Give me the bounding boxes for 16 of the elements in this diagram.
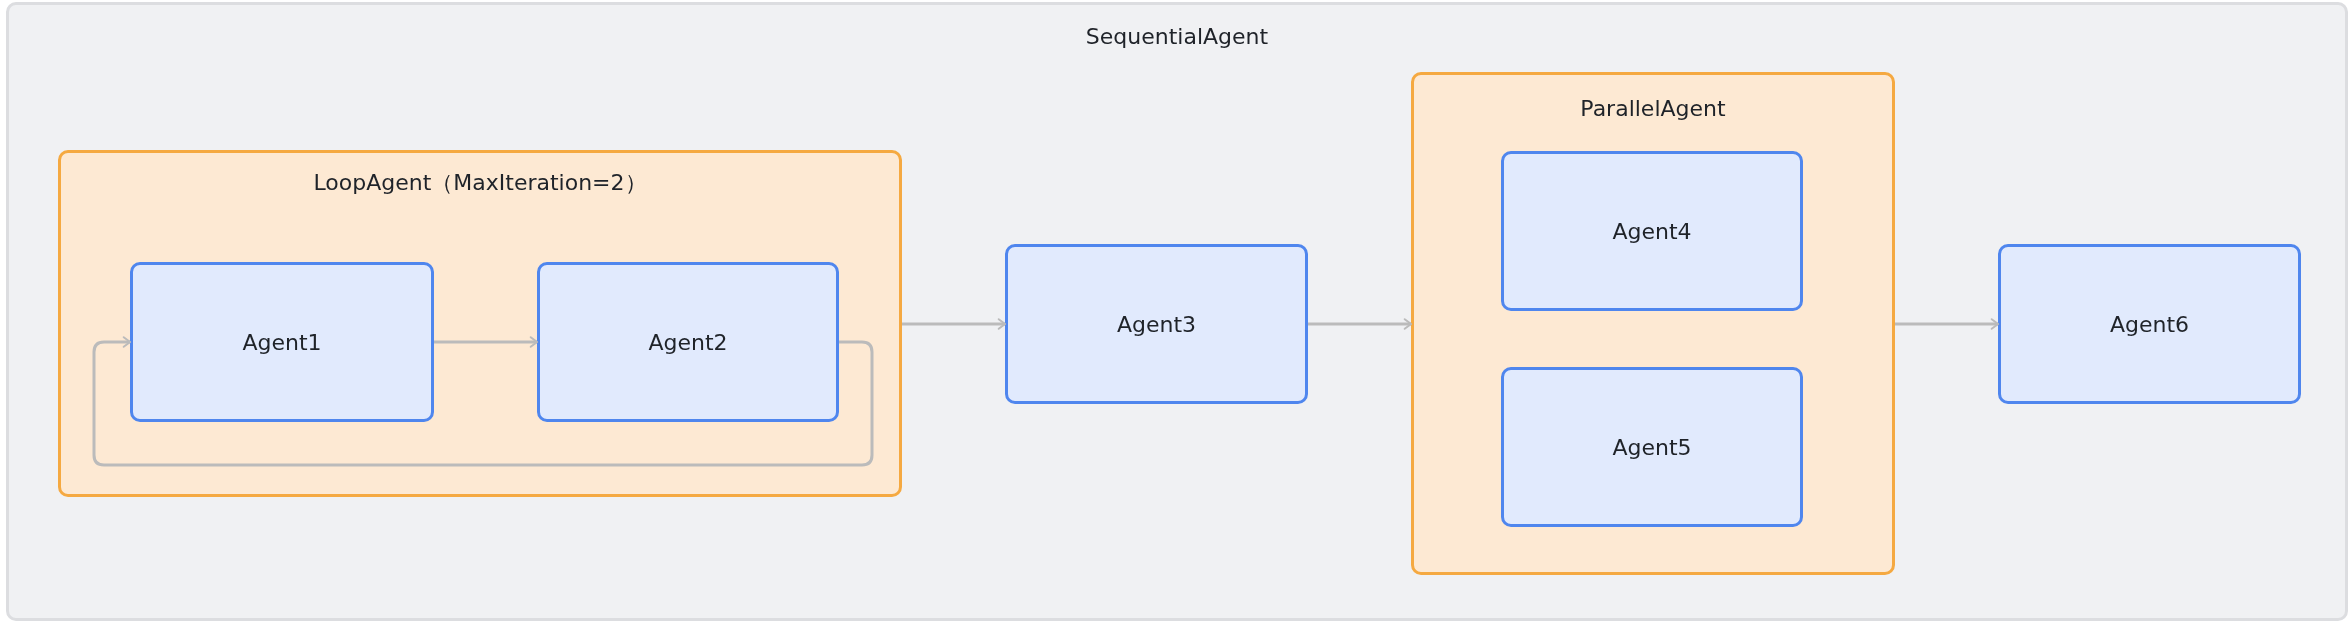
agent-box: Agent2 bbox=[537, 262, 839, 422]
agent-box: Agent1 bbox=[130, 262, 434, 422]
container-title: LoopAgent（MaxIteration=2） bbox=[313, 170, 647, 195]
agent-box: Agent5 bbox=[1501, 367, 1803, 527]
arrow bbox=[902, 318, 1006, 330]
arrow bbox=[1308, 318, 1412, 330]
container-title: SequentialAgent bbox=[1085, 24, 1269, 49]
arrow bbox=[1895, 318, 1999, 330]
container-title: ParallelAgent bbox=[1580, 96, 1726, 121]
container-panel bbox=[6, 2, 2348, 621]
group-box bbox=[1411, 72, 1895, 575]
agent-box: Agent4 bbox=[1501, 151, 1803, 311]
agent-box: Agent3 bbox=[1005, 244, 1308, 404]
arrow bbox=[434, 336, 538, 348]
agent-box: Agent6 bbox=[1998, 244, 2301, 404]
group-box bbox=[58, 150, 902, 497]
